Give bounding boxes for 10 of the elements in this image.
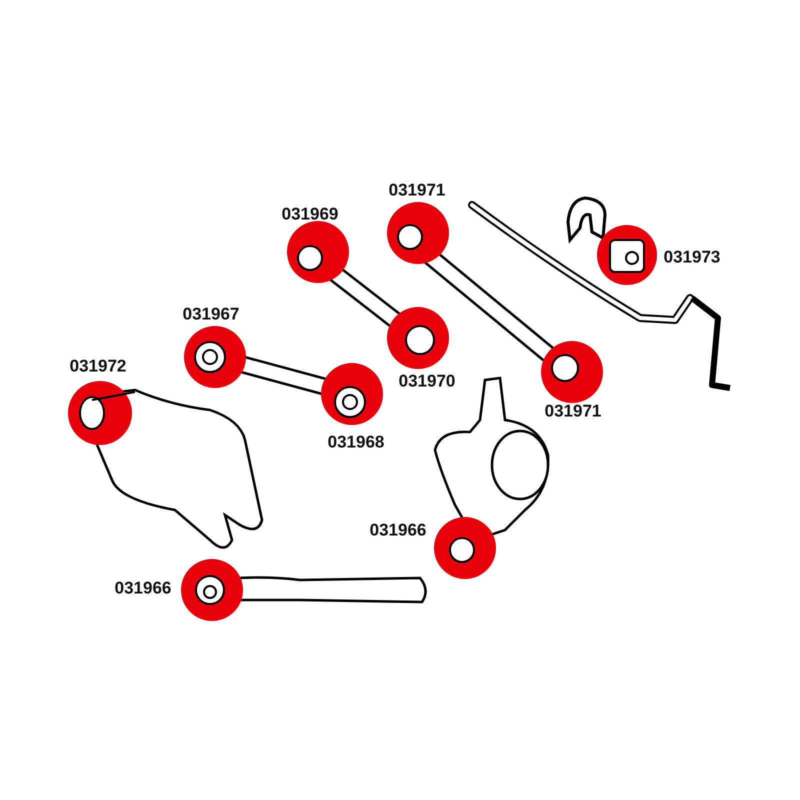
part-number: 031972	[70, 358, 126, 374]
part-number: 031970	[398, 372, 456, 390]
part-number: 031971	[544, 402, 602, 420]
part-number: 031973	[664, 248, 720, 266]
part-number: 031968	[328, 434, 384, 450]
part-number: 031971	[388, 182, 446, 198]
part-number: 031966	[114, 580, 172, 596]
part-number: 031967	[182, 306, 240, 322]
part-number: 031966	[370, 522, 426, 538]
part-number: 031969	[282, 206, 338, 222]
